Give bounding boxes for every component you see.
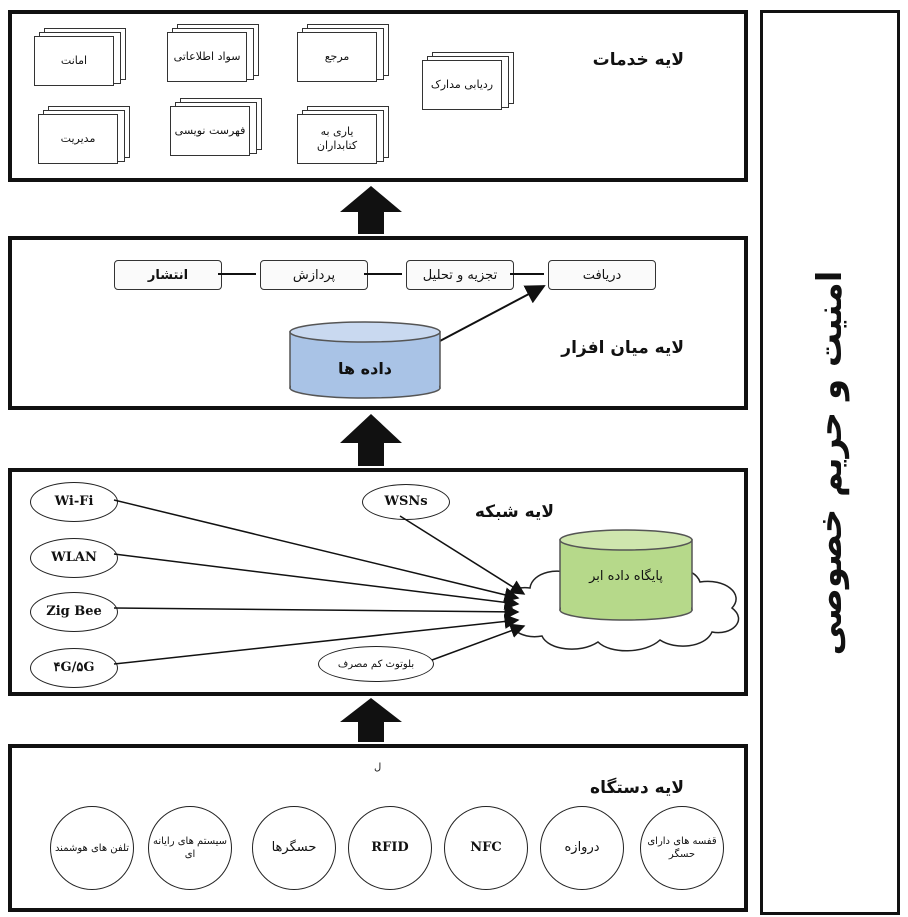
up-arrow-1 (340, 186, 402, 234)
security-privacy-title: امنیت و حریم خصوصی (810, 270, 850, 655)
device-nfc: NFC (444, 806, 528, 890)
device-layer: ل لایه دستگاه تلفن های هوشمند سیستم های … (8, 744, 748, 912)
node-zigbee: Zig Bee (30, 592, 118, 632)
doc-cataloging: فهرست نویسی (170, 98, 262, 156)
doc-document-tracking: ردیابی مدارک (422, 52, 514, 110)
device-sensor-shelves: قفسه های دارای حسگر (640, 806, 724, 890)
doc-information-literacy: سواد اطلاعاتی (167, 24, 259, 82)
middleware-layer-title: لایه میان افزار (561, 338, 684, 358)
small-mark: ل (374, 762, 382, 773)
step-processing: پردازش (260, 260, 368, 290)
services-layer-title: لایه خدمات (592, 50, 684, 70)
doc-loan: امانت (34, 28, 126, 86)
cloud-db-label: پایگاه داده ابر (589, 568, 663, 584)
services-layer: لایه خدمات امانت سواد اطلاعاتی مرجع ردیا… (8, 10, 748, 182)
step-receive: دریافت (548, 260, 656, 290)
device-gateway: دروازه (540, 806, 624, 890)
device-computer-systems: سیستم های رایانه ای (148, 806, 232, 890)
security-privacy-panel: امنیت و حریم خصوصی (760, 10, 900, 915)
node-4g-5g: ۴G/۵G (30, 648, 118, 688)
data-cylinder-label: داده ها (337, 358, 393, 378)
doc-librarian-help: یاری به کتابداران (297, 106, 389, 164)
up-arrow-2 (340, 414, 402, 466)
device-rfid: RFID (348, 806, 432, 890)
network-layer-title: لایه شبکه (474, 502, 554, 522)
node-wifi: Wi-Fi (30, 482, 118, 522)
step-analysis: تجزیه و تحلیل (406, 260, 514, 290)
node-ble: بلوتوث کم مصرف (318, 646, 434, 682)
device-sensors: حسگرها (252, 806, 336, 890)
device-layer-title: لایه دستگاه (590, 778, 684, 798)
node-wsns: WSNs (362, 484, 450, 520)
doc-management: مدیریت (38, 106, 130, 164)
step-publish: انتشار (114, 260, 222, 290)
device-smartphones: تلفن های هوشمند (50, 806, 134, 890)
doc-reference: مرجع (297, 24, 389, 82)
node-wlan: WLAN (30, 538, 118, 578)
up-arrow-3 (340, 698, 402, 742)
